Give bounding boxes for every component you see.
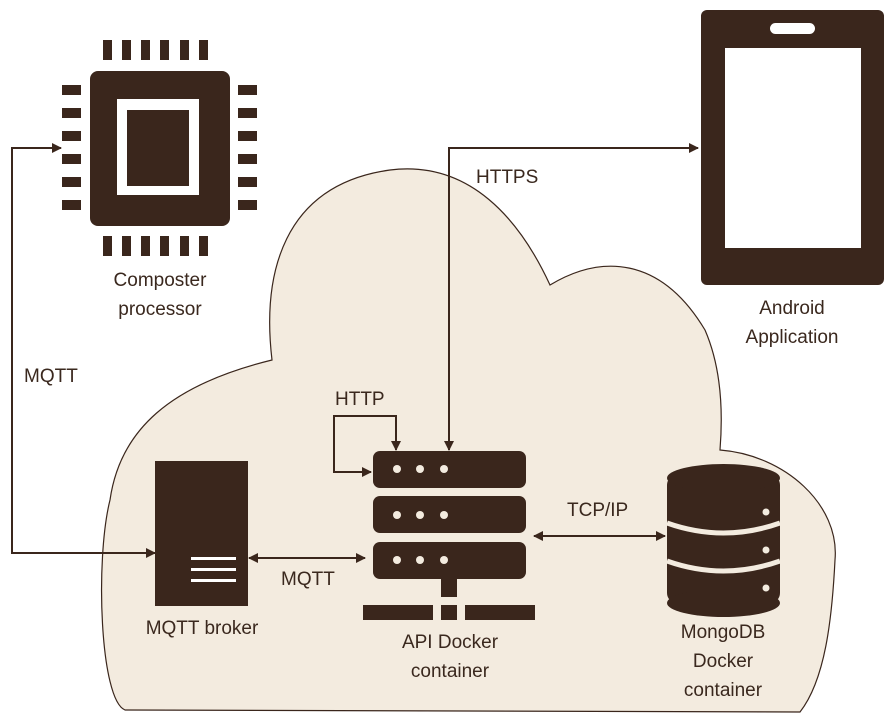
api-label: API Docker container [380,628,520,686]
android-label-line1: Android [759,298,825,319]
edge-label-api-android: HTTPS [476,167,539,188]
edge-label-processor-broker: MQTT [24,366,78,387]
api-label-line2: container [410,661,490,682]
processor-label-line2: processor [118,299,202,320]
edge-label-broker-api: MQTT [281,569,335,590]
processor-label-line1: Composter [113,270,207,291]
edge-label-api-mongo: TCP/IP [567,500,629,521]
android-label: Android Application [722,294,862,352]
cpu-chip-icon [62,40,257,256]
edge-api-android [444,143,699,451]
smartphone-icon [701,10,884,285]
mongo-label: MongoDB Docker container [653,618,793,705]
broker-label: MQTT broker [145,618,259,639]
mongo-label-line1: MongoDB [680,622,766,643]
edge-label-api-self: HTTP [335,389,385,410]
edge-processor-broker [11,143,156,558]
api-label-line1: API Docker [401,632,499,653]
server-tower-icon [155,461,248,606]
android-label-line2: Application [745,327,839,348]
edge-api-self [333,415,397,477]
mongo-label-line3: container [683,680,763,701]
mongo-label-line2: Docker [692,651,754,672]
database-icon [666,464,781,617]
processor-label: Composter processor [90,266,230,324]
server-rack-icon [363,451,535,620]
